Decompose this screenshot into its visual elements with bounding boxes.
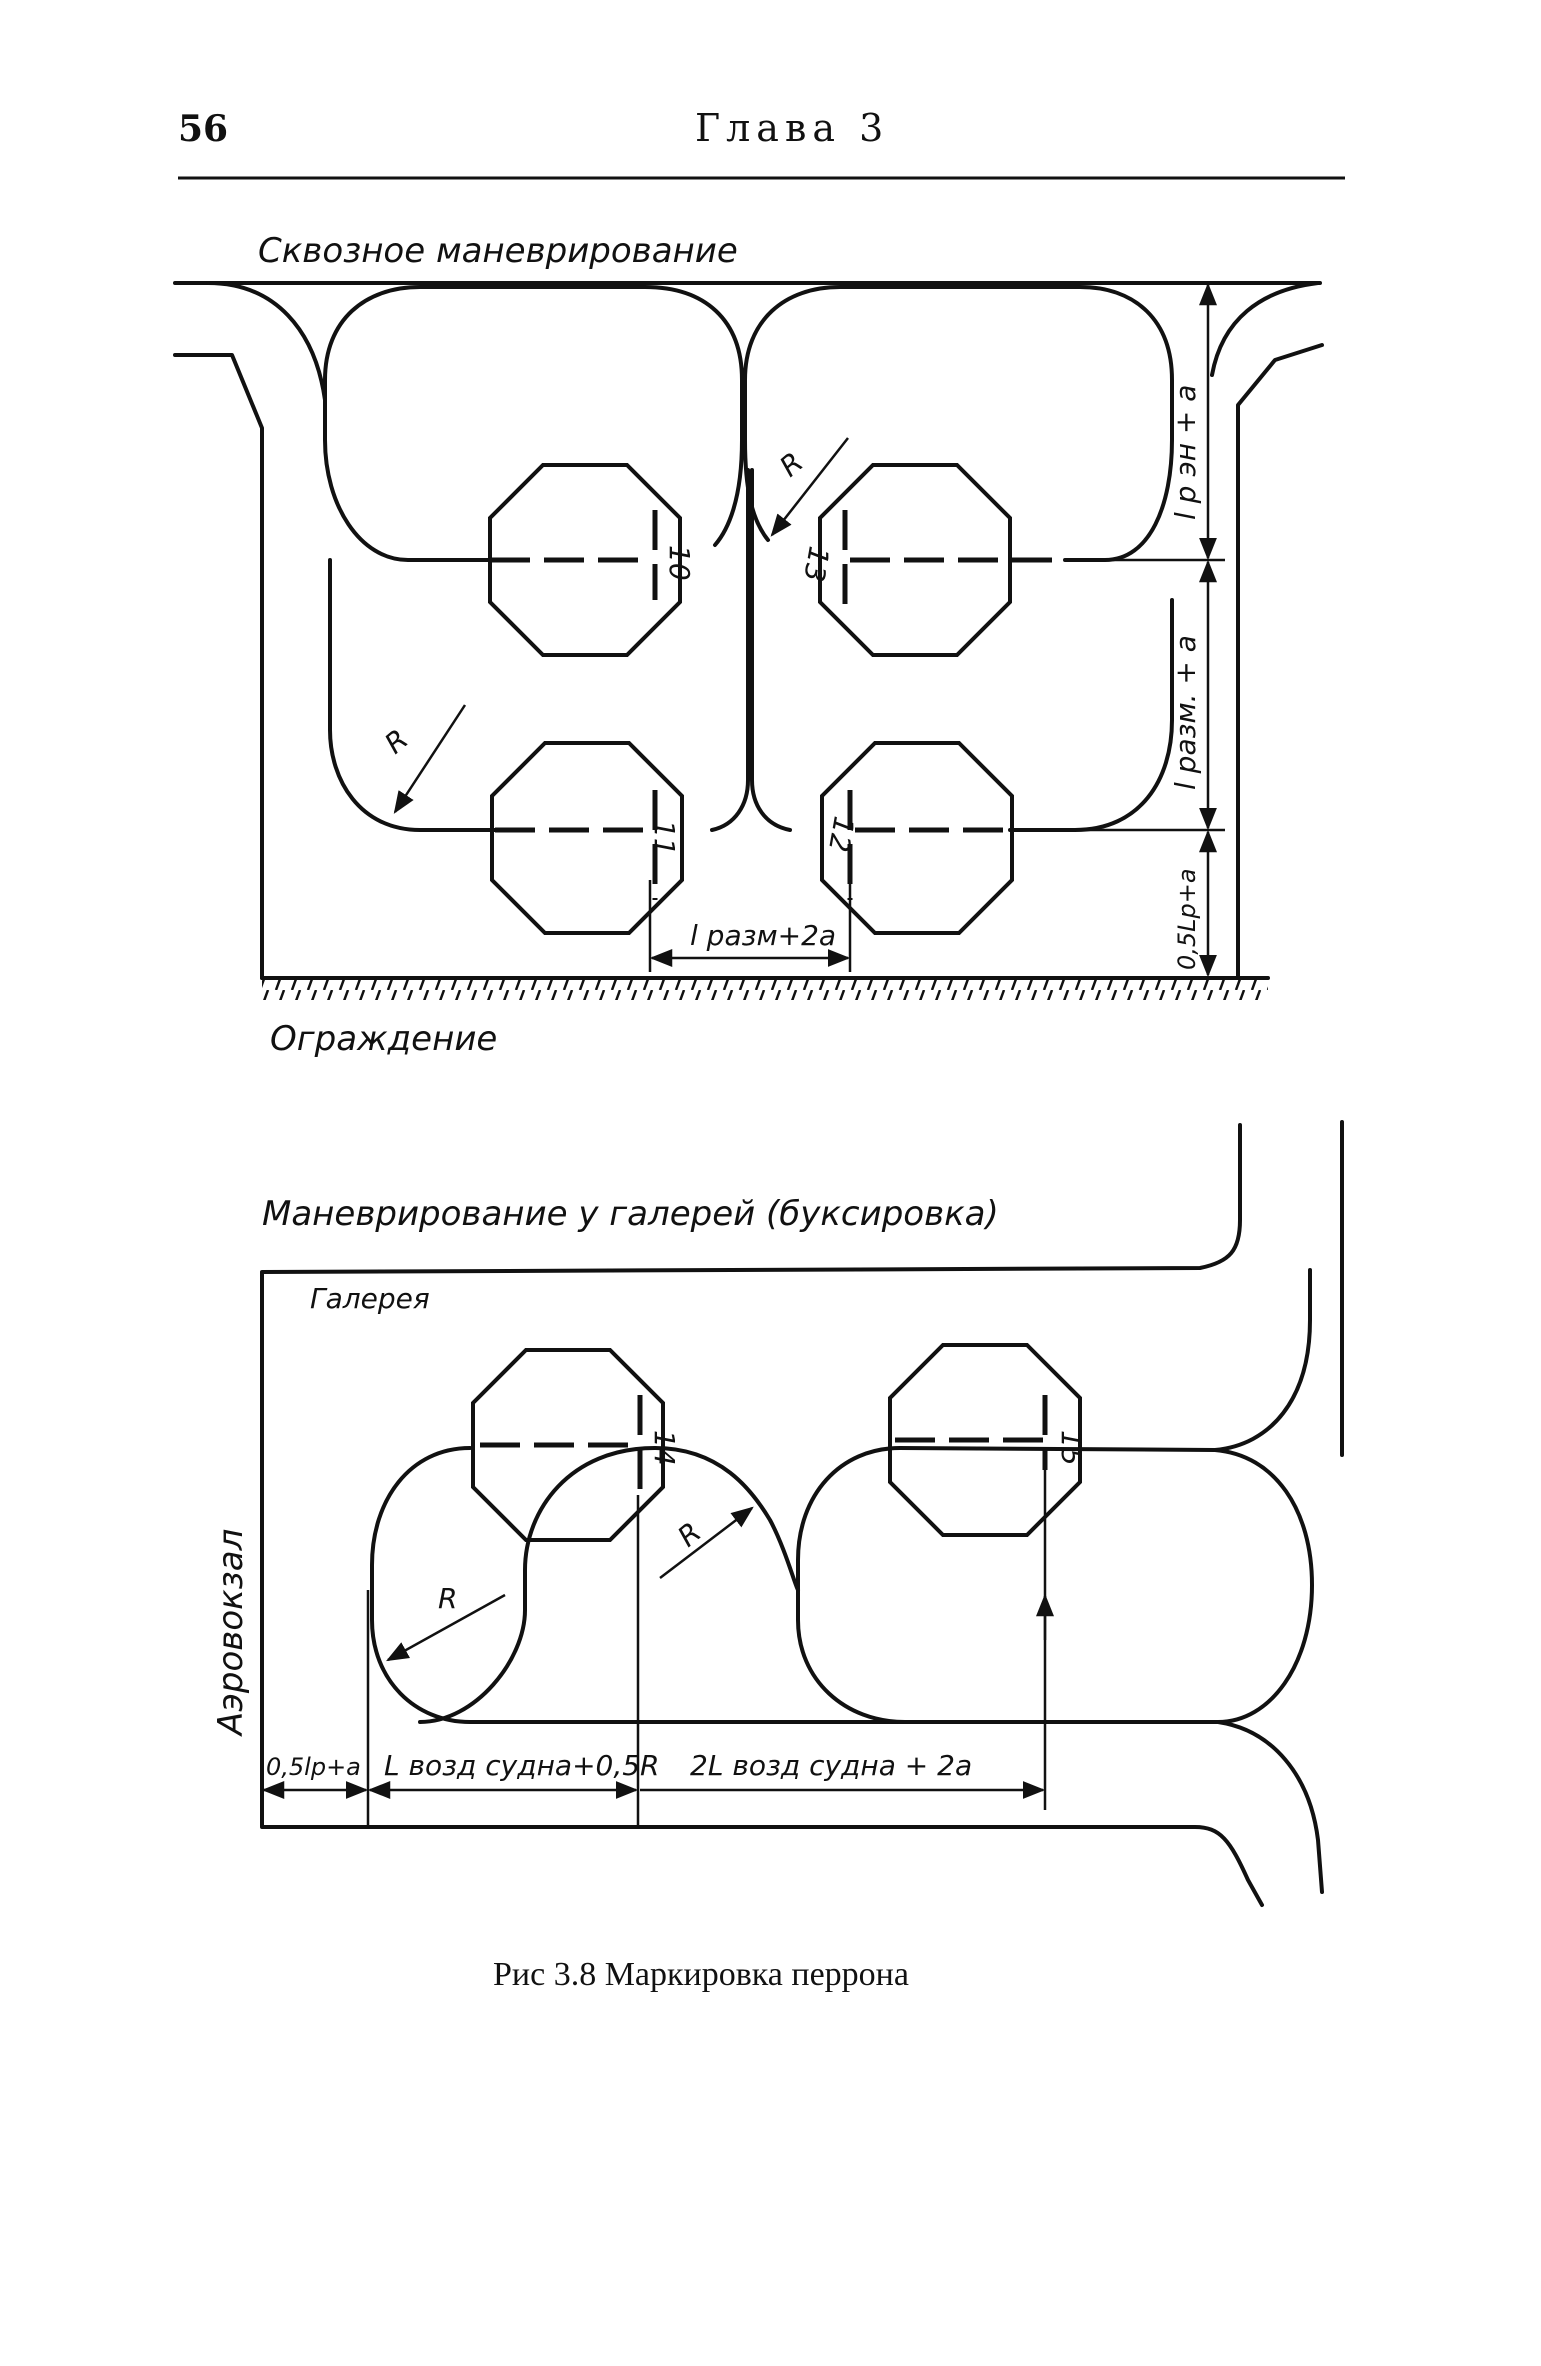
radius-label-bottom-right: R [671,1516,707,1554]
left-entry-curve [206,281,327,402]
page-number: 56 [178,108,228,150]
radius-arrow-lower [393,704,467,814]
dim-clearance-label: l разм+2а [690,919,836,952]
dim-vertical-1-label: l р эн + а [1169,385,1202,520]
right-gallery-curve-top [1213,1268,1312,1452]
stand-number-12: 12 [822,814,861,855]
dim-b1-label: 0,5lр+а [266,1753,361,1781]
right-entry-edge [1236,343,1324,980]
gallery-frame [260,1123,1264,1907]
terminal-label: Аэровокзал [211,1529,251,1737]
chapter-title: Глава 3 [695,106,889,150]
taxi-loop-stand-12-right [1008,598,1174,832]
taxi-loop-stand-11-left [328,558,497,832]
left-entry-edge [173,353,264,980]
figure-caption: Рис 3.8 Маркировка перрона [493,1956,909,1993]
dim-vertical-2-label: l разм. + а [1169,635,1202,790]
stand-number-14: 14 [648,1430,681,1466]
taxi-connector-14-15 [653,1446,800,1592]
stand-number-11: 11 [648,820,681,856]
radius-arrow-bottom-right [659,1506,754,1579]
top-diagram-title: Сквозное маневрирование [258,231,738,271]
stand-number-10: 10 [663,545,696,581]
radius-label-upper: R [773,446,809,484]
taxi-loop-stand-12-left [750,468,792,832]
bottom-diagram-title: Маневрирование у галерей (буксировка) [262,1194,999,1234]
right-gallery-curve-bottom [1216,1720,1324,1894]
taxi-loop-stand-14 [370,1446,907,1724]
radius-arrow-upper [770,437,849,537]
dim-vertical-3-label: 0,5Lр+а [1173,868,1201,970]
diagram-through-maneuvering: Сквозное маневрирование 10 11 [173,231,1324,1059]
radius-label-lower: R [378,723,414,761]
radius-arrow-bottom-left [386,1593,506,1662]
taxi-loop-stand-15 [796,1446,1314,1724]
diagram-gallery-maneuvering: Маневрирование у галерей (буксировка) Га… [211,1120,1344,1907]
taxi-loop-stand-14-top [418,1446,657,1724]
fence-label: Ограждение [270,1019,497,1059]
stand-number-15: 15 [1055,1430,1088,1466]
taxi-loop-stand-10 [323,285,744,562]
taxi-loop-stand-13 [743,285,1174,562]
stand-number-13: 13 [797,544,836,585]
taxi-loop-stand-11-right [710,468,750,832]
gallery-label: Галерея [310,1282,430,1315]
dim-b3-label: 2L возд судна + 2а [690,1749,972,1782]
radius-label-bottom-left: R [438,1582,457,1615]
right-entry-curve [1210,281,1320,377]
dim-b2-label: L возд судна+0,5R [384,1749,660,1782]
fence-hatching [262,980,1268,1000]
page-header: 56 Глава 3 [178,106,1345,180]
